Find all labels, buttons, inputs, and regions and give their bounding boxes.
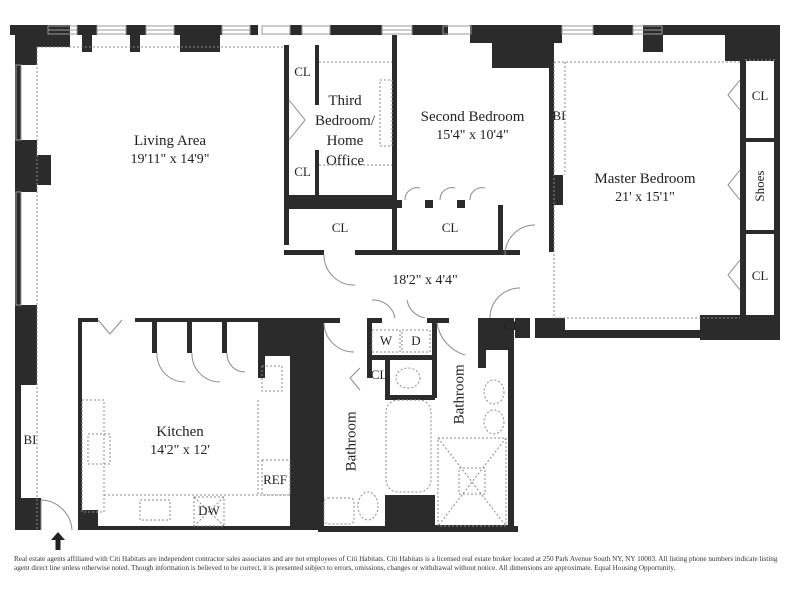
washer-label: W xyxy=(379,333,393,348)
closet-label: CL xyxy=(294,164,311,179)
second-bedroom-label: Second Bedroom xyxy=(420,109,525,125)
interior-lines xyxy=(36,46,775,530)
bathroom-1-label: Bathroom xyxy=(343,411,360,472)
bathroom-2-label: Bathroom xyxy=(451,364,468,425)
closet-label: CL xyxy=(441,220,459,235)
windows xyxy=(15,25,663,306)
kitchen-dimensions: 14'2" x 12' xyxy=(150,443,210,458)
third-bedroom-label-line-3: Home xyxy=(326,133,364,149)
living-area-dimensions: 19'11" x 14'9" xyxy=(130,152,210,167)
floor-plan-drawing xyxy=(10,25,780,532)
floor-plan: Living Area 19'11" x 14'9" Third Bedroom… xyxy=(10,25,780,532)
shoes-closet-label: Shoes xyxy=(751,170,767,202)
third-bedroom-label-line-1: Third xyxy=(328,93,362,109)
kitchen-label: Kitchen xyxy=(156,424,204,440)
built-in-label: BI xyxy=(552,108,566,123)
dryer-label: D xyxy=(411,333,421,348)
closet-label: CL xyxy=(503,318,521,333)
closet-label: CL xyxy=(331,220,349,235)
dishwasher-label: DW xyxy=(198,503,220,518)
living-area-label: Living Area xyxy=(133,133,207,149)
refrigerator-label: REF xyxy=(263,472,287,487)
closet-label: CL xyxy=(751,268,769,283)
door-swings xyxy=(40,79,741,531)
closet-label: CL xyxy=(751,88,769,103)
third-bedroom-label-line-4: Office xyxy=(325,153,365,169)
built-in-label: BI xyxy=(23,432,37,447)
hallway-dimensions: 18'2" x 4'4" xyxy=(392,273,458,288)
master-bedroom-label: Master Bedroom xyxy=(594,171,696,187)
third-bedroom-label-line-2: Bedroom/ xyxy=(315,113,375,129)
second-bedroom-dimensions: 15'4" x 10'4" xyxy=(436,128,509,143)
master-bedroom-dimensions: 21' x 15'1" xyxy=(615,190,675,205)
walls xyxy=(10,25,780,532)
entry-arrow-icon xyxy=(51,532,65,550)
closet-label: CL xyxy=(294,64,311,79)
closet-label: CL xyxy=(370,367,388,382)
legal-disclaimer: Real estate agents affiliated with Citi … xyxy=(14,555,778,572)
